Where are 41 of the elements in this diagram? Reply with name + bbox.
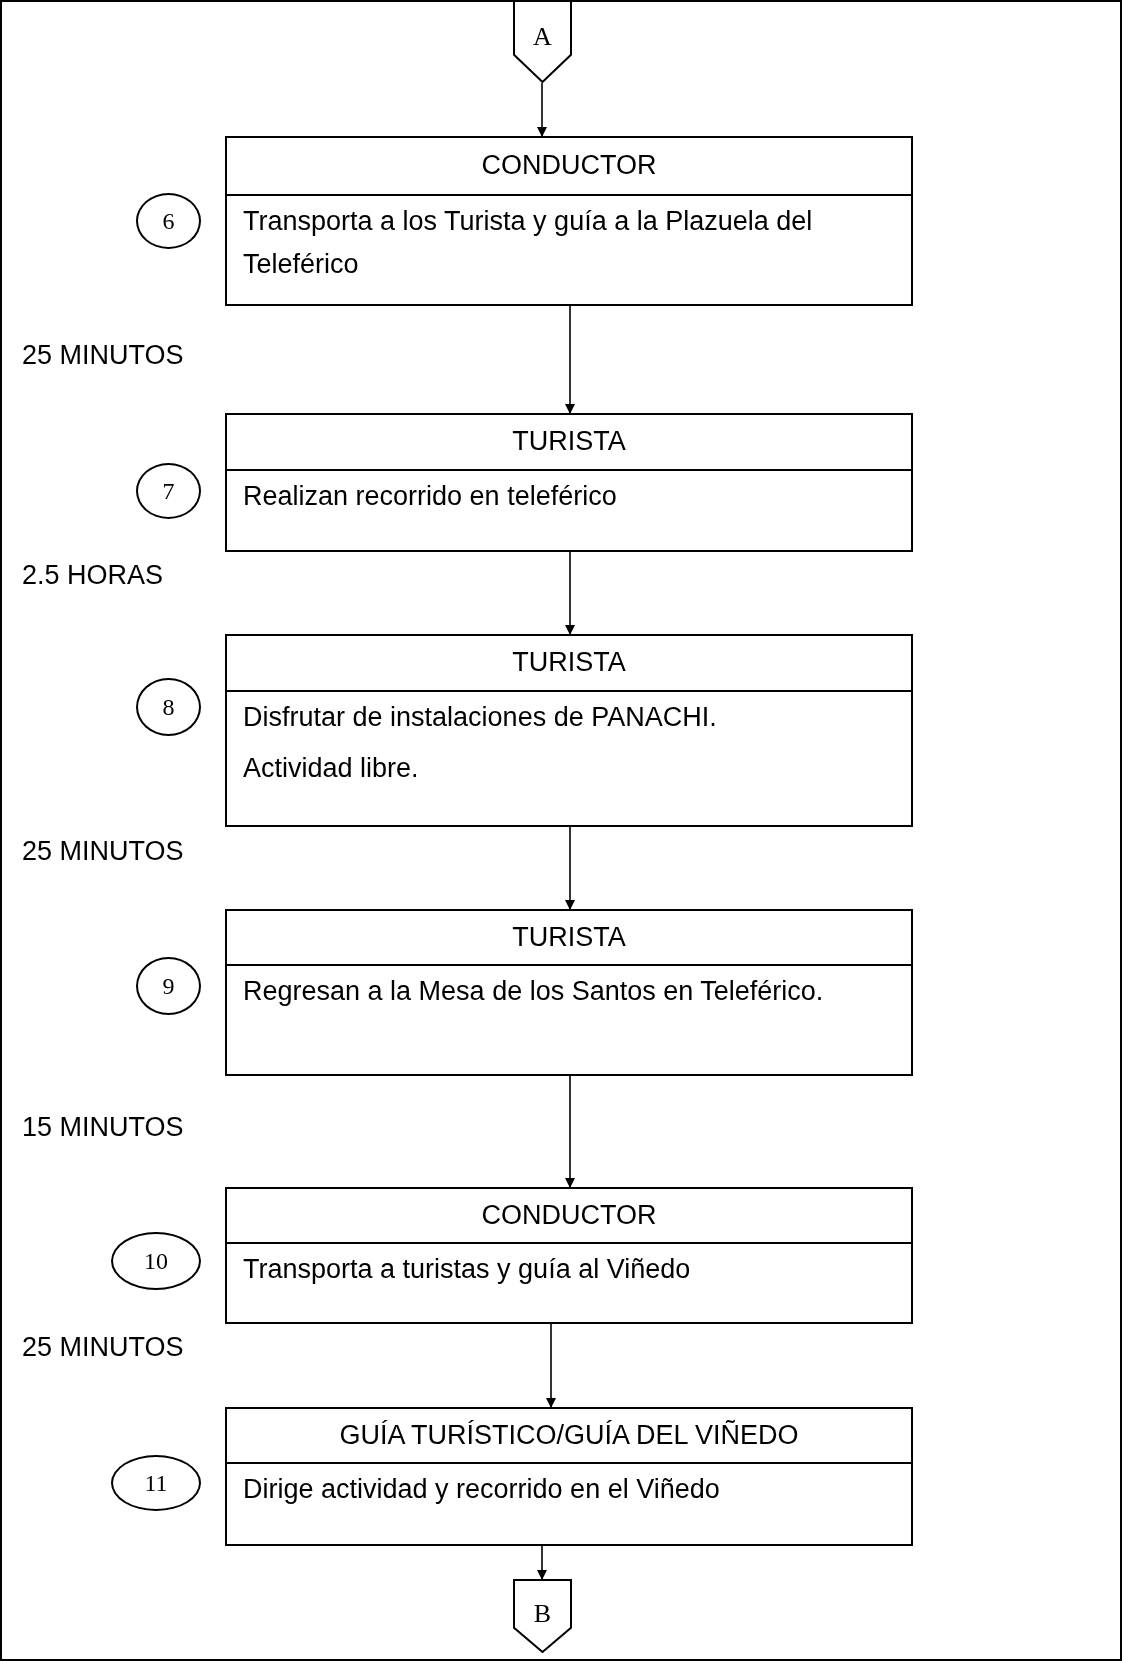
step-number: 6 [162, 207, 175, 236]
step-number: 10 [144, 1247, 168, 1276]
step-number: 9 [162, 972, 175, 1001]
role-heading: TURISTA [512, 646, 626, 680]
role-heading: GUÍA TURÍSTICO/GUÍA DEL VIÑEDO [339, 1418, 799, 1452]
off-page-connector [513, 0, 572, 83]
step-description: Disfrutar de instalaciones de PANACHI. [243, 701, 718, 734]
step-description: Transporta a turistas y guía al Viñedo [243, 1253, 692, 1286]
step-description: Actividad libre. [243, 752, 420, 786]
step-description: Realizan recorrido en teleférico [243, 480, 618, 513]
duration-label: 15 MINUTOS [22, 1114, 184, 1141]
arrow [546, 1323, 556, 1408]
connector-letter: B [533, 1597, 552, 1630]
process-box [225, 909, 913, 1076]
process-box [225, 634, 913, 827]
step-description: Regresan a la Mesa de los Santos en Teleférico. [243, 975, 825, 1008]
process-box [225, 413, 913, 552]
step-description: Transporta a los Turista y guía a la Plazuela del Teleférico [243, 205, 814, 282]
arrow [565, 551, 575, 635]
step-description: Dirige actividad y recorrido en el Viñedo [243, 1473, 721, 1506]
duration-label: 25 MINUTOS [22, 838, 184, 865]
duration-label: 2.5 HORAS [22, 562, 164, 589]
off-page-connector [513, 1579, 572, 1653]
role-heading: CONDUCTOR [481, 1198, 657, 1232]
step-number: 8 [162, 693, 175, 722]
arrow [565, 305, 575, 414]
role-heading: TURISTA [512, 425, 626, 459]
step-number: 7 [162, 477, 175, 506]
role-heading: TURISTA [512, 920, 626, 954]
arrow [537, 82, 547, 137]
connector-letter: A [533, 20, 552, 53]
step-number: 11 [144, 1469, 168, 1498]
process-box [225, 1407, 913, 1546]
arrow [565, 826, 575, 910]
arrow [565, 1075, 575, 1188]
process-box [225, 1187, 913, 1324]
process-box [225, 136, 913, 306]
duration-label: 25 MINUTOS [22, 1334, 184, 1361]
duration-label: 25 MINUTOS [22, 342, 184, 369]
arrow [537, 1545, 547, 1580]
role-heading: CONDUCTOR [481, 149, 657, 183]
